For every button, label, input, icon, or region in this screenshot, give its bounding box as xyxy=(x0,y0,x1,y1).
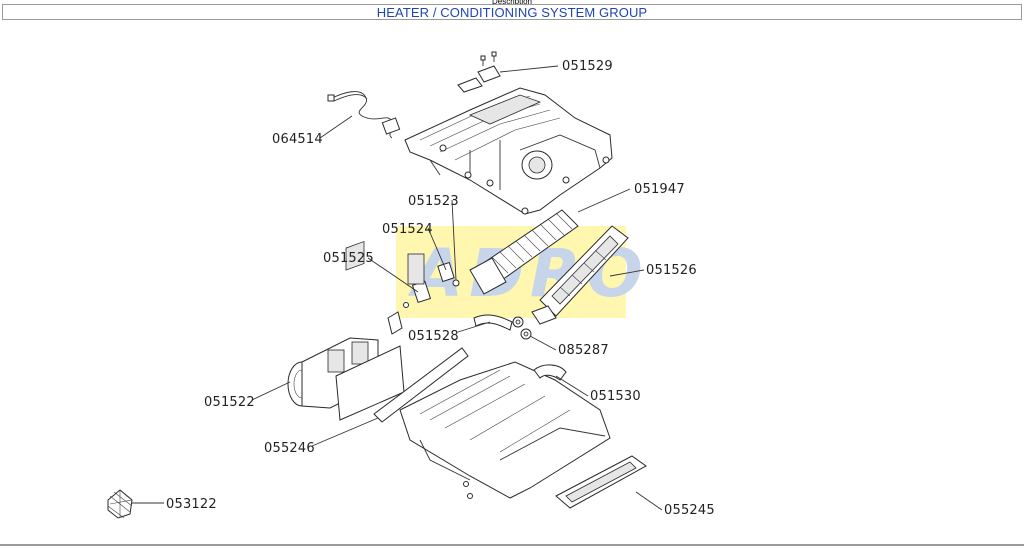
group-title: HEATER / CONDITIONING SYSTEM GROUP xyxy=(376,5,648,20)
callout-051528: 051528 xyxy=(408,329,459,344)
group-title-bar: HEATER / CONDITIONING SYSTEM GROUP xyxy=(2,4,1022,20)
upper-housing-cover xyxy=(404,87,613,215)
lower-case xyxy=(399,361,611,499)
callout-051524: 051524 xyxy=(382,222,433,237)
callout-055246: 055246 xyxy=(264,441,315,456)
callout-051947: 051947 xyxy=(634,182,685,197)
bottom-divider xyxy=(0,544,1024,546)
callout-064514: 064514 xyxy=(272,132,323,147)
gasket-055245 xyxy=(555,455,647,509)
callout-051529: 051529 xyxy=(562,59,613,74)
gasket-frame-055246 xyxy=(335,240,469,423)
wire-harness-064514 xyxy=(327,91,401,139)
callout-053122: 053122 xyxy=(166,497,217,512)
callout-085287: 085287 xyxy=(558,343,609,358)
callout-051530: 051530 xyxy=(590,389,641,404)
bracket-part-051529 xyxy=(457,51,501,93)
callout-051523: 051523 xyxy=(408,194,459,209)
description-label: Description xyxy=(0,0,1024,4)
filter-053122 xyxy=(107,489,133,519)
callout-051522: 051522 xyxy=(204,395,255,410)
callout-051525: 051525 xyxy=(323,251,374,266)
hose-and-seals xyxy=(473,314,532,340)
exploded-parts-diagram: ADRO xyxy=(107,51,715,519)
evaporator-core-051947 xyxy=(469,209,579,295)
callout-051526: 051526 xyxy=(646,263,697,278)
leader-lines xyxy=(132,65,663,511)
callout-055245: 055245 xyxy=(664,503,715,518)
expansion-valve-parts xyxy=(387,253,460,335)
callout-labels: 051529 064514 051523 051947 051524 05152… xyxy=(166,59,715,518)
heater-core-051526 xyxy=(531,225,629,325)
